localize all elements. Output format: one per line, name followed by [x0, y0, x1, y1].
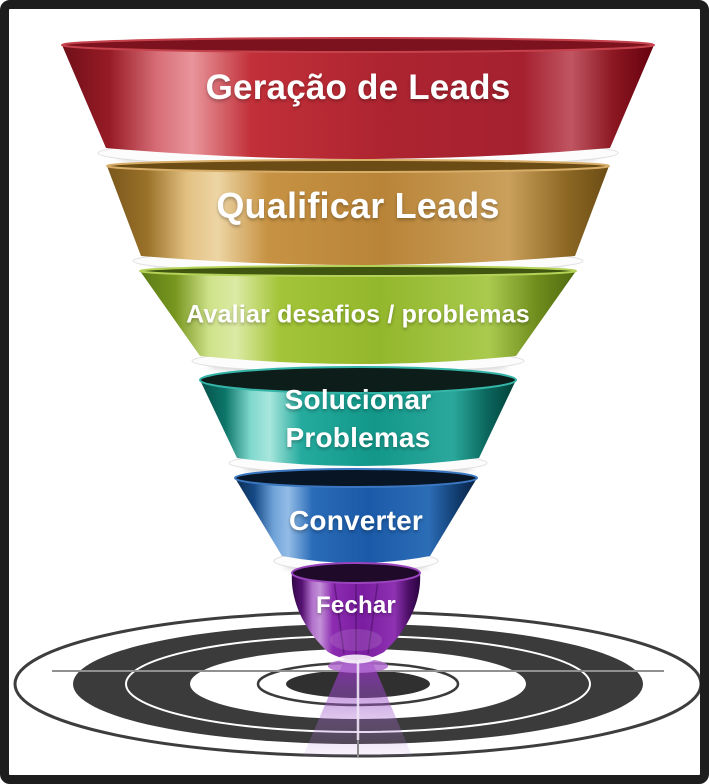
stage-label-fechar: Fechar	[316, 592, 396, 619]
stage-label-converter: Converter	[288, 505, 424, 536]
stage-label-qualificar-leads: Qualificar Leads	[216, 185, 500, 226]
funnel-tip-highlight	[338, 654, 374, 664]
stage-label-solucionar: Solucionar	[284, 384, 432, 415]
funnel-stage-fechar-shape	[291, 562, 421, 664]
stage-label-avaliar-desafios: Avaliar desafios / problemas	[186, 300, 530, 329]
stage-label-problemas: Problemas	[285, 422, 431, 453]
glow-beam	[303, 656, 412, 757]
stage-label-geracao-de-leads: Geração de Leads	[205, 68, 511, 107]
funnel-stage-converter-shape	[234, 468, 478, 572]
